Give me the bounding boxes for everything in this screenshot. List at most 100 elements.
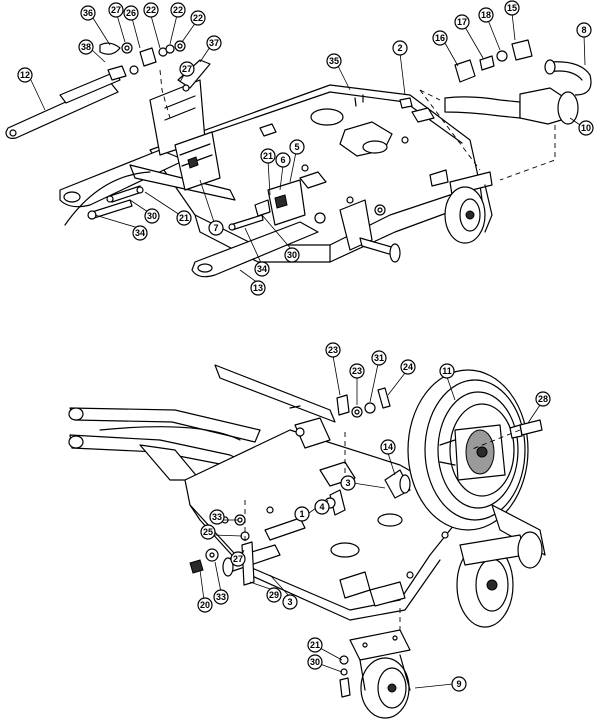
svg-text:8: 8: [581, 25, 586, 35]
svg-text:17: 17: [457, 17, 467, 27]
callout-23: 23: [325, 342, 341, 358]
svg-text:27: 27: [182, 64, 192, 74]
svg-text:34: 34: [257, 264, 267, 274]
svg-text:1: 1: [299, 509, 304, 519]
callout-21: 21: [260, 148, 276, 164]
callout-1: 1: [294, 506, 310, 522]
callout-2: 2: [392, 40, 408, 56]
callout-28: 28: [535, 391, 551, 407]
svg-text:37: 37: [209, 38, 219, 48]
callout-27: 27: [230, 551, 246, 567]
callout-15: 15: [504, 0, 520, 16]
axle-hardware: [339, 199, 401, 263]
valve-block: [174, 131, 326, 226]
callout-bubbles: 36 27 26 22 22 22 38 27 37 12 35 2 16 17…: [17, 0, 594, 692]
drive-pulley: [407, 369, 546, 556]
svg-text:25: 25: [203, 527, 213, 537]
callout-5: 5: [289, 139, 305, 155]
svg-text:15: 15: [507, 3, 517, 13]
callout-3: 3: [282, 594, 298, 610]
callout-12: 12: [17, 67, 33, 83]
callout-10: 10: [578, 120, 594, 136]
svg-text:12: 12: [20, 70, 30, 80]
svg-text:21: 21: [263, 151, 273, 161]
left-bolts: [64, 171, 264, 231]
callout-6: 6: [275, 152, 291, 168]
callout-34: 34: [132, 225, 148, 241]
svg-text:29: 29: [269, 590, 279, 600]
hydraulic-hose: [419, 39, 592, 181]
svg-text:27: 27: [111, 5, 121, 15]
svg-text:30: 30: [310, 657, 320, 667]
callout-21: 21: [176, 210, 192, 226]
callout-30: 30: [144, 208, 160, 224]
callout-33: 33: [213, 589, 229, 605]
callout-18: 18: [478, 7, 494, 23]
callout-14: 14: [380, 439, 396, 455]
callout-22: 22: [170, 2, 186, 18]
svg-text:16: 16: [435, 33, 445, 43]
svg-text:22: 22: [146, 5, 156, 15]
bottom-leaders: [199, 355, 541, 689]
callout-37: 37: [206, 35, 222, 51]
svg-text:23: 23: [328, 345, 338, 355]
svg-text:11: 11: [442, 366, 452, 376]
swivel-caster: [339, 608, 411, 719]
top-caster: [444, 171, 493, 244]
svg-text:30: 30: [287, 250, 297, 260]
svg-text:2: 2: [397, 43, 402, 53]
callout-22: 22: [143, 2, 159, 18]
callout-4: 4: [314, 499, 330, 515]
callout-26: 26: [123, 5, 139, 21]
svg-text:36: 36: [83, 8, 93, 18]
frame-deck: [149, 84, 483, 263]
svg-text:5: 5: [294, 142, 299, 152]
svg-text:22: 22: [193, 13, 203, 23]
callout-16: 16: [432, 30, 448, 46]
svg-text:34: 34: [135, 228, 145, 238]
callout-9: 9: [451, 676, 467, 692]
svg-text:3: 3: [287, 597, 292, 607]
svg-text:13: 13: [253, 283, 263, 293]
svg-text:23: 23: [352, 366, 362, 376]
callout-34: 34: [254, 261, 270, 277]
callout-35: 35: [326, 53, 342, 69]
svg-text:21: 21: [310, 640, 320, 650]
callout-7: 7: [208, 220, 224, 236]
bottom-assembly: [68, 355, 546, 719]
callout-20: 20: [197, 597, 213, 613]
svg-text:14: 14: [383, 442, 393, 452]
callout-25: 25: [200, 524, 216, 540]
svg-text:24: 24: [403, 362, 413, 372]
callout-23: 23: [349, 363, 365, 379]
svg-text:38: 38: [81, 42, 91, 52]
callout-24: 24: [400, 359, 416, 375]
callout-27: 27: [108, 2, 124, 18]
callout-36: 36: [80, 5, 96, 21]
callout-30: 30: [307, 654, 323, 670]
callout-11: 11: [439, 363, 455, 379]
svg-text:3: 3: [345, 478, 350, 488]
svg-text:27: 27: [233, 554, 243, 564]
svg-text:9: 9: [456, 679, 461, 689]
bottom-right-caster: [456, 531, 543, 628]
svg-text:35: 35: [329, 56, 339, 66]
callout-30: 30: [284, 247, 300, 263]
svg-text:7: 7: [213, 223, 218, 233]
callout-29: 29: [266, 587, 282, 603]
control-lever: [5, 71, 121, 139]
svg-text:22: 22: [173, 5, 183, 15]
svg-text:30: 30: [147, 211, 157, 221]
callout-38: 38: [78, 39, 94, 55]
callout-31: 31: [371, 350, 387, 366]
callout-22: 22: [190, 10, 206, 26]
callout-3: 3: [340, 475, 356, 491]
svg-text:33: 33: [216, 592, 226, 602]
svg-text:4: 4: [319, 502, 324, 512]
svg-text:10: 10: [581, 123, 591, 133]
svg-text:33: 33: [212, 512, 222, 522]
callout-13: 13: [250, 280, 266, 296]
callout-33: 33: [209, 509, 225, 525]
svg-text:26: 26: [126, 8, 136, 18]
